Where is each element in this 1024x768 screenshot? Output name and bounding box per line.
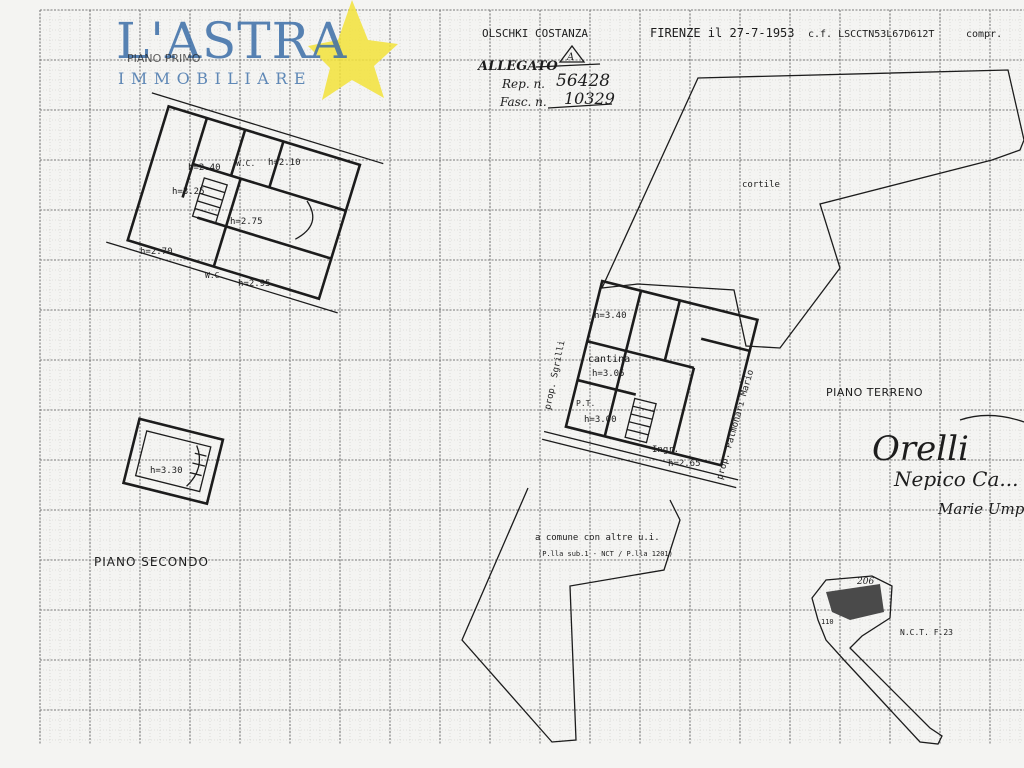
cadastral-inset: 206 110 N.C.T. F.23 [811,575,953,745]
fasc-label: Fasc. n. [499,95,547,109]
room-terreno-4: P.T. [576,399,595,408]
allegato-triangle-icon [558,44,586,63]
room-terreno-1: h=3.40 [594,311,627,321]
star-icon [308,0,398,100]
allegato-letter: A [566,52,574,63]
prop-sgrilli-label: prop. Sgrilli [543,340,567,411]
rep-value: 56428 [556,71,610,91]
fiscal-code: c.f. LSCCTN53L67D612T [808,29,934,40]
plot-number-110: 110 [821,618,834,626]
room-primo-5: h=2.75 [230,217,263,227]
common-area-label: a comune con altre u.i. [535,533,660,543]
common-area-ref: (P.lla sub.1 - NCT / P.lla 1201) [538,550,673,558]
common-area-outline: a comune con altre u.i. (P.lla sub.1 - N… [461,487,681,743]
agency-logo: L'ASTRA IMMOBILIARE [116,0,398,100]
room-terreno-2: cantina [588,354,630,365]
room-secondo-1: h=3.30 [150,466,183,476]
plan-piano-terreno: h=3.40 cantina h=3.05 P.T. h=3.00 Ingr. … [542,279,923,489]
graph-paper-major-grid [39,9,1024,745]
allegato-stamp: ALLEGATO A Rep. n. 56428 Fasc. n. 10329 [476,44,615,109]
cortile-outline: cortile [600,69,1024,349]
cortile-label: cortile [742,180,780,190]
document-header: OLSCHKI COSTANZA FIRENZE il 27-7-1953 c.… [482,26,1002,40]
signature-2: Nepico Ca... [893,467,1018,491]
rep-label: Rep. n. [501,77,545,91]
room-primo-8: h=2.95 [238,279,271,289]
room-primo-2: W.C. [236,159,255,168]
signatures: Orelli Nepico Ca... Marie Umpa... [872,414,1024,518]
signature-3: Marie Umpa... [937,500,1024,518]
allegato-title: ALLEGATO [476,59,558,74]
nct-reference: N.C.T. F.23 [900,628,953,637]
hatched-plot [826,584,884,620]
floor-title-terreno: PIANO TERRENO [826,386,923,399]
signature-1: Orelli [872,429,969,469]
plan-piano-primo: PIANO PRIMO h=2.40 W.C. h=2.10 h=3.25 h=… [106,52,384,314]
logo-name: L'ASTRA [116,12,347,70]
room-terreno-7: h=2.65 [668,459,701,469]
room-primo-1: h=2.40 [188,163,221,173]
room-terreno-5: h=3.00 [584,415,617,425]
graph-paper-minor-grid [39,9,1024,745]
floor-title-secondo: PIANO SECONDO [94,555,209,569]
plan-piano-secondo: h=3.30 PIANO SECONDO [94,417,225,569]
room-primo-6: h=2.70 [140,247,173,257]
room-terreno-6: Ingr. [652,445,679,455]
room-terreno-3: h=3.05 [592,369,625,379]
owner-name: OLSCHKI COSTANZA [482,27,588,40]
room-primo-3: h=2.10 [268,158,301,168]
plot-number-206: 206 [856,577,874,587]
logo-tagline: IMMOBILIARE [118,69,312,88]
fiscal-suffix: compr. [966,29,1002,40]
room-primo-7: W.C. [205,271,224,280]
fasc-value: 10329 [564,89,615,108]
floor-title-primo: PIANO PRIMO [127,52,201,65]
city-date: FIRENZE il 27-7-1953 [650,26,795,40]
room-primo-4: h=3.25 [172,187,205,197]
